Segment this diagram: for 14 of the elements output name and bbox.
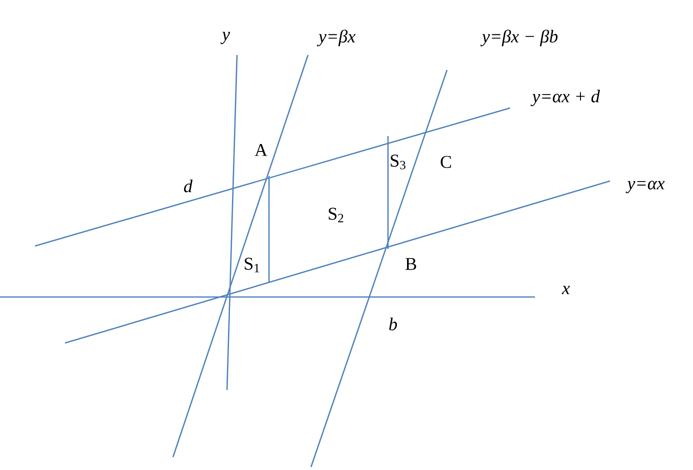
axis-label: y [220,32,230,44]
line-label: y=βx [316,30,356,46]
line-label: y=βx − βb [480,30,558,46]
area-label: S$_{3}$ [390,154,406,170]
point-label: B [406,258,416,270]
area-label: S$_{1}$ [244,258,260,272]
axis-label: x [562,286,570,294]
line-label: y=αx [626,180,665,194]
point-label: C [440,156,451,168]
intercept-label: b [389,318,397,330]
area-label: S$_{2}$ [328,208,344,222]
point-label: A [254,144,268,156]
intercept-label: d [184,180,193,192]
line-label: y=αx + d [530,90,600,106]
